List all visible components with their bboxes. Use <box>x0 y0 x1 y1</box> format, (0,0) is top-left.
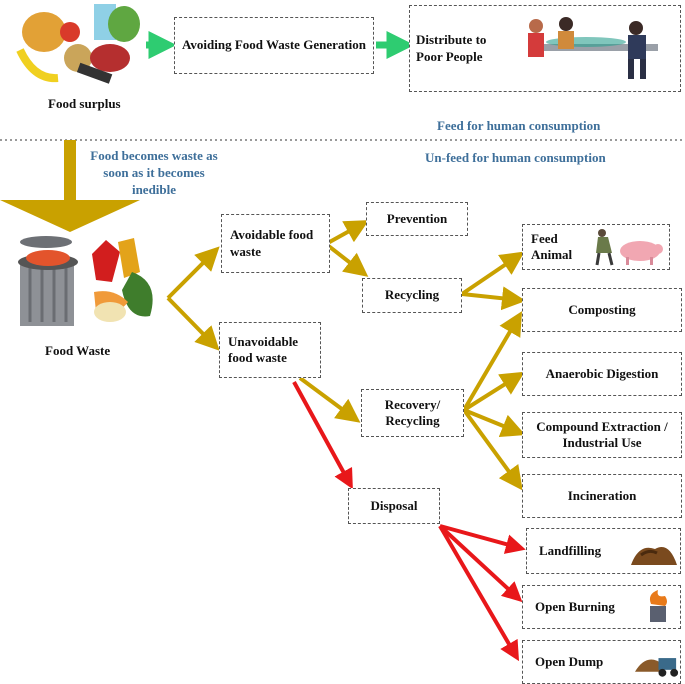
arrow-recycling-to-feed <box>460 251 525 296</box>
compound-box: Compound Extraction / Industrial Use <box>522 412 682 458</box>
arrow-avoidable-to-prevention <box>325 220 369 246</box>
avoidable-box: Avoidable food waste <box>221 214 330 273</box>
arrow-unavoidable-to-disposal <box>292 381 353 490</box>
feed-animal-label: Feed Animal <box>531 230 573 262</box>
arrow-recycling-to-composting <box>461 286 526 311</box>
feed-human-label: Feed for human consumption <box>437 118 601 133</box>
open-burning-box: Open Burning <box>522 585 681 629</box>
unavoidable-box: Unavoidable food waste <box>219 322 321 378</box>
open-burning-label: Open Burning <box>535 598 615 614</box>
arrow-waste-to-unavoidable <box>166 296 220 351</box>
food-surplus-illustration <box>16 4 140 84</box>
incineration-box: Incineration <box>522 474 682 518</box>
distribute-label: Distribute to Poor People <box>416 32 487 64</box>
arrow-recovery-to-anaerobic <box>462 371 525 412</box>
waste-note-label: Food becomes waste as soon as it becomes… <box>90 148 218 197</box>
landfilling-box: Landfilling <box>526 528 681 574</box>
open-dump-box: Open Dump <box>522 640 681 684</box>
open-dump-label: Open Dump <box>535 653 604 669</box>
arrow-recovery-to-compound <box>463 408 526 438</box>
down-arrow-head <box>0 200 140 232</box>
arrow-recovery-to-composting <box>462 311 523 412</box>
recycling-box: Recycling <box>362 278 462 313</box>
prevention-box: Prevention <box>366 202 468 236</box>
arrow-disposal-to-open-dump <box>438 524 520 662</box>
food-waste-bin-illustration <box>18 236 153 326</box>
unfeed-human-label: Un-feed for human consumption <box>425 150 606 165</box>
arrow-disposal-to-landfilling <box>439 524 526 554</box>
burning-bin-icon <box>649 590 667 622</box>
arrow-waste-to-avoidable <box>166 246 220 300</box>
arrow-unavoidable-to-recovery <box>298 376 361 423</box>
landfill-pile-icon <box>631 547 677 565</box>
recovery-box: Recovery/ Recycling <box>361 389 464 437</box>
anaerobic-box: Anaerobic Digestion <box>522 352 682 396</box>
down-arrow-shaft <box>64 140 76 200</box>
pig-feeding-illustration <box>595 229 663 266</box>
avoiding-food-waste-box: Avoiding Food Waste Generation <box>174 17 374 74</box>
food-waste-label: Food Waste <box>45 343 111 358</box>
distribute-box: Distribute to Poor People <box>409 5 681 92</box>
composting-box: Composting <box>522 288 682 332</box>
disposal-box: Disposal <box>348 488 440 524</box>
food-surplus-label: Food surplus <box>48 96 121 111</box>
arrow-avoidable-to-recycling <box>324 242 369 277</box>
arrow-recovery-to-incineration <box>462 408 523 491</box>
landfilling-label: Landfilling <box>539 542 602 558</box>
dump-truck-icon <box>634 658 679 677</box>
people-sharing-food-illustration <box>528 16 658 79</box>
arrow-disposal-to-open-burning <box>438 524 523 603</box>
feed-animal-box: Feed Animal <box>522 224 670 270</box>
